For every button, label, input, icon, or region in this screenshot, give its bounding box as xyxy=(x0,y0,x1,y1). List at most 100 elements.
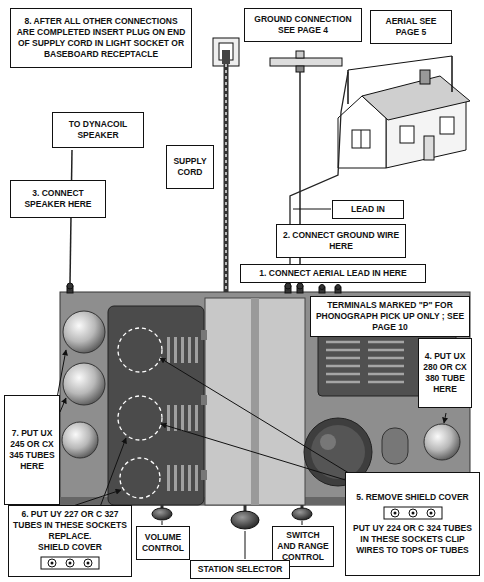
terminal-post xyxy=(285,283,291,289)
shield-can xyxy=(174,337,177,363)
shield-can xyxy=(195,405,198,431)
vented-box xyxy=(326,381,360,384)
leader-line xyxy=(162,521,163,525)
terminal-post xyxy=(67,283,73,289)
aerial-wire xyxy=(348,56,452,104)
control-knob xyxy=(231,511,259,529)
socket-symbol xyxy=(87,561,90,564)
socket-symbol xyxy=(411,512,414,515)
terminal-post xyxy=(67,283,341,293)
leader-line xyxy=(302,521,303,525)
vented-box xyxy=(326,365,360,368)
callout-text: 4. PUT UX 280 OR CX 380 TUBE HERE xyxy=(423,351,467,395)
vented-box xyxy=(368,341,404,344)
shield-cover-sketch xyxy=(41,557,99,569)
socket-symbol xyxy=(429,512,432,515)
tube xyxy=(62,422,98,458)
cylinder xyxy=(382,428,408,464)
callout-box: 8. AFTER ALL OTHER CONNECTIONS ARE COMPL… xyxy=(10,8,192,68)
house xyxy=(424,136,434,160)
shield-can xyxy=(188,465,191,491)
callout-text: TERMINALS MARKED "P" FOR PHONOGRAPH PICK… xyxy=(315,300,465,333)
callout-text: VOLUME CONTROL xyxy=(141,532,185,554)
callout-box: 6. PUT UY 227 OR C 327 TUBES IN THESE SO… xyxy=(8,505,132,577)
condenser-can xyxy=(201,330,207,340)
condenser-can xyxy=(201,298,305,505)
callout-text: AERIAL SEE PAGE 5 xyxy=(375,16,447,38)
tube xyxy=(63,363,105,405)
callout-text: 5. REMOVE SHIELD COVER xyxy=(350,492,475,503)
callout-box: VOLUME CONTROL xyxy=(136,526,190,560)
vented-box xyxy=(368,349,404,352)
socket-symbol xyxy=(409,509,417,517)
condenser-can xyxy=(201,470,207,480)
callout-text: LEAD IN xyxy=(337,204,399,215)
callout-box: TO DYNACOIL SPEAKER xyxy=(52,112,144,148)
callout-text: 6. PUT UY 227 OR C 327 TUBES IN THESE SO… xyxy=(13,509,127,542)
tube xyxy=(62,311,105,458)
socket-symbol xyxy=(427,509,435,517)
vented-box xyxy=(326,341,360,344)
water-pipe xyxy=(270,58,342,66)
shield-cover-sketch xyxy=(40,555,100,571)
shield-can xyxy=(181,465,184,491)
callout-box: 5. REMOVE SHIELD COVER PUT UY 224 OR C 32… xyxy=(345,472,480,576)
callout-text: PUT UY 224 OR C 324 TUBES IN THESE SOCKE… xyxy=(350,523,475,556)
shield-can xyxy=(195,337,198,363)
socket-symbol xyxy=(391,509,399,517)
shield-can xyxy=(167,337,198,491)
callout-box: TERMINALS MARKED "P" FOR PHONOGRAPH PICK… xyxy=(310,296,470,337)
callout-text: 7. PUT UX 245 OR CX 345 TUBES HERE xyxy=(9,428,55,472)
callout-box: STATION SELECTOR xyxy=(190,560,290,579)
supply-cord xyxy=(225,64,227,300)
terminal-post xyxy=(320,285,325,290)
tube xyxy=(424,424,460,460)
callout-text: SWITCH AND RANGE CONTROL xyxy=(277,530,329,563)
vented-box xyxy=(368,365,404,368)
control-knob xyxy=(292,508,312,520)
house xyxy=(338,70,470,168)
socket-symbol xyxy=(84,559,92,567)
callout-text: 2. CONNECT GROUND WIRE HERE xyxy=(281,230,401,252)
vented-box xyxy=(326,373,360,376)
shield-can xyxy=(181,405,184,431)
vented-box xyxy=(326,342,404,382)
callout-text: 8. AFTER ALL OTHER CONNECTIONS ARE COMPL… xyxy=(15,16,187,60)
wall-outlet xyxy=(213,38,239,66)
terminal-post xyxy=(297,283,303,289)
shield-can xyxy=(118,396,162,440)
shield-can xyxy=(174,465,177,491)
wall-outlet xyxy=(222,50,230,64)
shield-can xyxy=(108,306,204,505)
house xyxy=(400,126,414,143)
shield-can xyxy=(174,405,177,431)
shield-can xyxy=(118,328,162,372)
leader-line xyxy=(57,350,66,398)
filter-can xyxy=(320,434,336,450)
leader-line xyxy=(444,413,446,423)
callout-text: SHIELD COVER xyxy=(13,542,127,553)
callout-text: TO DYNACOIL SPEAKER xyxy=(57,119,139,141)
house xyxy=(352,130,370,148)
house xyxy=(362,76,470,120)
vented-box xyxy=(368,373,404,376)
shield-can xyxy=(167,465,170,491)
shield-can xyxy=(108,306,204,505)
callout-text: STATION SELECTOR xyxy=(195,564,285,575)
socket-symbol xyxy=(51,561,54,564)
callout-box: 7. PUT UX 245 OR CX 345 TUBES HERE xyxy=(4,395,60,505)
control-knob xyxy=(152,508,172,520)
shield-can xyxy=(195,465,198,491)
callout-box: 1. CONNECT AERIAL LEAD IN HERE xyxy=(240,264,426,283)
house xyxy=(420,70,430,84)
shield-can xyxy=(118,328,162,498)
leader-line xyxy=(160,358,352,475)
condenser-can xyxy=(251,298,259,505)
callout-text: 3. CONNECT SPEAKER HERE xyxy=(15,188,101,210)
socket-symbol xyxy=(48,559,56,567)
vented-box xyxy=(368,357,404,360)
house xyxy=(361,130,362,148)
callout-box: SUPPLY CORD xyxy=(166,145,214,189)
aerial-wire xyxy=(348,56,452,70)
vented-box xyxy=(326,357,360,360)
